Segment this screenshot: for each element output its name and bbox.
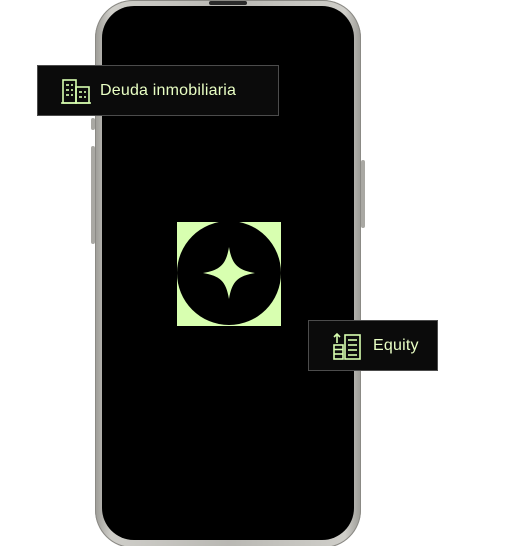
deuda-inmobiliaria-card[interactable]: Deuda inmobiliaria [37,65,279,116]
phone-power-button [361,160,365,228]
building-icon [60,77,92,105]
phone-side-button [91,118,95,130]
stacked-coins-chart-icon [331,330,363,362]
equity-label: Equity [373,336,419,354]
four-point-star-logo [177,222,281,326]
phone-notch [209,1,247,5]
phone-volume-button [91,146,95,244]
deuda-inmobiliaria-label: Deuda inmobiliaria [100,81,237,99]
equity-card[interactable]: Equity [308,320,438,371]
